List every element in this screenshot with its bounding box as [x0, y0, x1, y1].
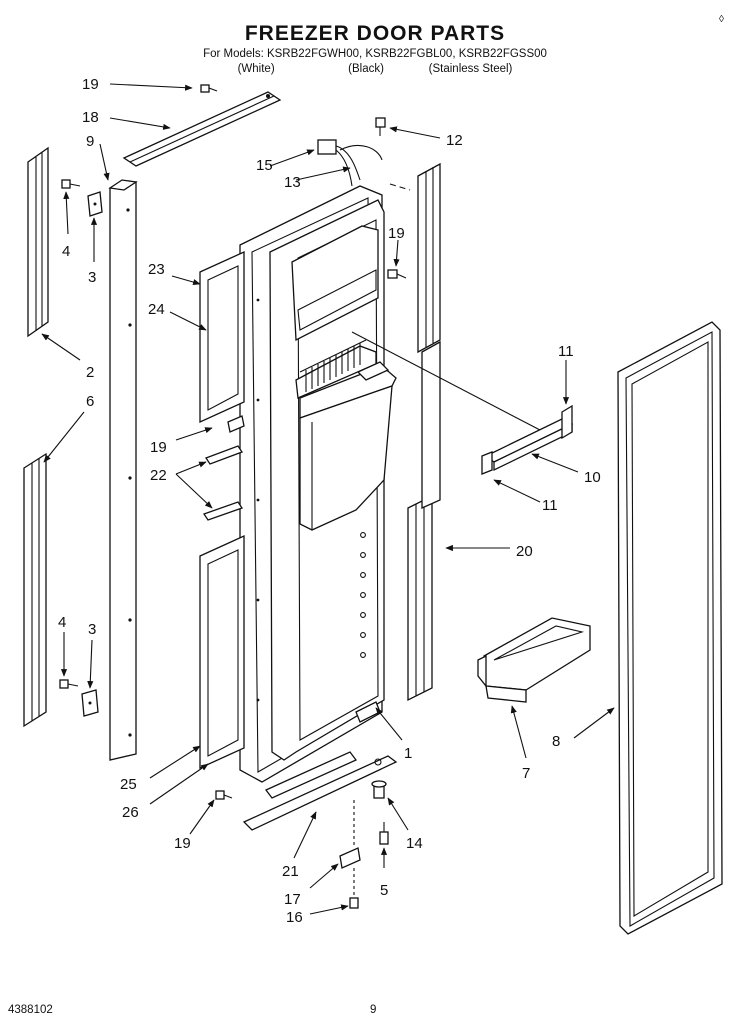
part-12-screw	[375, 117, 386, 136]
callout-19: 19	[82, 76, 99, 93]
callout-6: 6	[86, 393, 94, 410]
callout-4: 4	[62, 243, 70, 260]
callout-7: 7	[522, 765, 530, 782]
callout-3-lower: 3	[88, 621, 96, 638]
callout-12: 12	[446, 132, 463, 149]
part-22-clips	[202, 415, 245, 521]
part-9-side-strip	[108, 179, 138, 761]
part-25-lower-panel	[199, 534, 245, 770]
callout-9: 9	[86, 133, 94, 150]
callout-labels: 19 18 9 4 3 2 6 4 3 23 24 19 22 25 26 19…	[58, 76, 601, 926]
part-6-lower-trim	[23, 452, 47, 728]
document-number: 4388102	[8, 1004, 53, 1016]
callout-8: 8	[552, 733, 560, 750]
callout-18: 18	[82, 109, 99, 126]
callout-4-lower: 4	[58, 614, 66, 631]
part-20-right-trim	[407, 162, 441, 702]
callout-24: 24	[148, 301, 165, 318]
color-variants-line: (White) (Black) (Stainless Steel)	[237, 63, 513, 75]
callout-15: 15	[256, 157, 273, 174]
bracket-part-3-lower	[81, 689, 99, 717]
part-17-hinge-block	[339, 847, 361, 869]
screw-part-4-upper	[61, 179, 81, 189]
screw-part-19-right	[387, 269, 407, 279]
screw-part-4-lower	[59, 679, 79, 689]
callout-19-bottom: 19	[174, 835, 191, 852]
part-2-upper-trim	[27, 146, 49, 338]
callout-14: 14	[406, 835, 423, 852]
screw-part-19-bottom	[215, 790, 233, 800]
dispenser-grill	[299, 339, 367, 392]
part-5-screw	[379, 822, 389, 845]
part-18-top-cap	[122, 91, 282, 167]
part-16-screw	[349, 897, 359, 909]
part-15-wire-connector	[317, 139, 383, 187]
callout-17: 17	[284, 891, 301, 908]
callout-2: 2	[86, 364, 94, 381]
callout-26: 26	[122, 804, 139, 821]
callout-13: 13	[284, 174, 301, 191]
callout-16: 16	[286, 909, 303, 926]
leader-lines	[41, 83, 615, 915]
model-numbers-line: For Models: KSRB22FGWH00, KSRB22FGBL00, …	[203, 48, 547, 60]
part-21-bottom-cap	[242, 751, 398, 831]
bracket-part-3-upper	[87, 191, 103, 217]
callout-11-bottom: 11	[542, 497, 558, 514]
screw-part-19-top	[200, 84, 218, 93]
callout-20: 20	[516, 543, 533, 560]
part-14-hinge-pin	[371, 780, 387, 799]
callout-3: 3	[88, 269, 96, 286]
corner-mark: ◊	[719, 14, 724, 25]
callout-11-top: 11	[558, 343, 574, 360]
callout-19-right: 19	[388, 225, 405, 242]
part-8-door-gasket	[617, 321, 723, 935]
callout-22: 22	[150, 467, 167, 484]
callout-19-mid: 19	[150, 439, 167, 456]
callout-5: 5	[380, 882, 388, 899]
callout-25: 25	[120, 776, 137, 793]
callout-10: 10	[584, 469, 601, 486]
callout-1: 1	[404, 745, 412, 762]
part-10-shelf-rail	[481, 404, 574, 475]
part-7-door-bin	[477, 617, 591, 703]
page-number: 9	[370, 1004, 377, 1016]
diagram-title: FREEZER DOOR PARTS	[244, 22, 506, 45]
part-1-door-liner	[239, 185, 397, 783]
part-23-upper-panel	[199, 250, 245, 424]
callout-21: 21	[282, 863, 299, 880]
callout-23: 23	[148, 261, 165, 278]
